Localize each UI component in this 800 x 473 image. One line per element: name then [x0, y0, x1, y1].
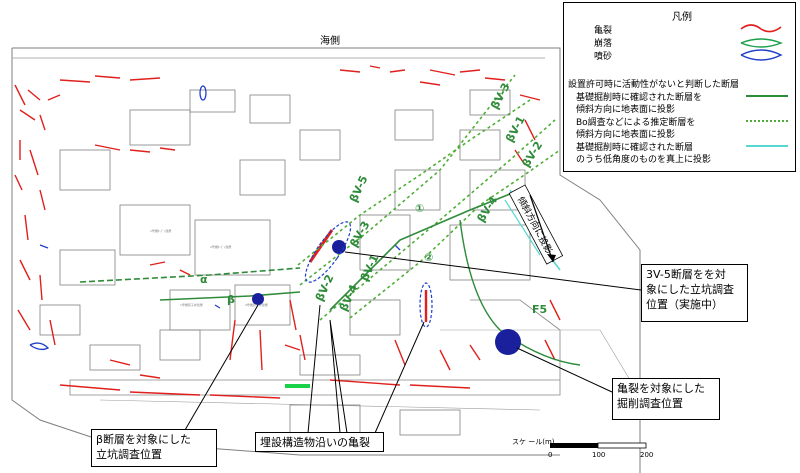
svg-text:2号機ﾀｰﾋﾞﾝ建屋: 2号機ﾀｰﾋﾞﾝ建屋	[210, 244, 231, 249]
legend-symbols	[740, 24, 783, 61]
fault-label: βV-3	[488, 81, 513, 112]
callout-line: 埋設構造物沿いの亀裂	[260, 436, 370, 449]
fault-bv3	[299, 74, 516, 286]
callout-buried-crack: 埋設構造物沿いの亀裂	[255, 432, 384, 452]
fault-lowangle-2	[504, 199, 541, 256]
fault-bv1	[319, 119, 556, 321]
legend-fault-3-line1: 基礎掘削時に確認された断層	[576, 143, 694, 153]
scale-tick: 0	[548, 451, 552, 459]
legend-fault-3-line2: のうち低角度のものを真上に投影	[576, 155, 712, 165]
legend-fault-1-line2: 傾斜方向に地表面に投影	[576, 105, 676, 115]
building-labels: 1号機ﾀｰﾋﾞﾝ建屋 2号機ﾀｰﾋﾞﾝ建屋 1号機原子炉建屋 2号機原子炉建屋	[150, 228, 268, 307]
fault-label: βV-2	[313, 273, 337, 304]
crack-survey-zone	[419, 282, 433, 328]
site-boundary	[11, 47, 641, 473]
scale-tick: 200	[640, 451, 653, 459]
scale-tick: 100	[592, 451, 605, 459]
direction-box: 傾斜方向に投影	[508, 184, 564, 265]
fault-bv5	[297, 99, 531, 266]
collapse-mark	[285, 384, 310, 388]
callout-line: 象にした立坑調査	[646, 283, 734, 296]
callout-line: 立坑調査位置	[96, 448, 162, 461]
callout-line: β断層を対象にした	[96, 433, 192, 446]
callout-line: 位置（実施中）	[646, 298, 723, 311]
legend-item-crack: 亀裂	[594, 26, 613, 36]
fault-label: β	[227, 293, 235, 306]
legend-fault-2-line2: 傾斜方向に地表面に投影	[576, 130, 676, 140]
fault-label: βV-5	[347, 174, 371, 205]
callout-crack-trench: 亀裂を対象にした 掘削調査位置	[612, 378, 720, 420]
callout-beta-shaft: β断層を対象にした 立坑調査位置	[91, 429, 217, 467]
legend-fault-1-line1: 基礎掘削時に確認された断層を	[576, 93, 703, 103]
v5-shaft-marker	[332, 240, 346, 254]
fault-beta	[159, 291, 301, 301]
fault-label: ①	[415, 202, 424, 215]
callout-line: 亀裂を対象にした	[617, 382, 705, 395]
direction-arrow	[529, 194, 554, 263]
callout-line: 3V-5断層をを対	[646, 268, 726, 281]
fault-alpha	[79, 267, 301, 283]
beta-shaft-marker	[252, 293, 264, 305]
svg-text:1号機ﾀｰﾋﾞﾝ建屋: 1号機ﾀｰﾋﾞﾝ建屋	[150, 228, 171, 233]
callout-v5-shaft: 3V-5断層をを対 象にした立坑調査 位置（実施中）	[641, 264, 748, 322]
fault-label: βV-2	[520, 139, 546, 169]
legend-fault-title: 設置許可時に活動性がないと判断した断層	[568, 80, 740, 90]
fault-label: F5	[532, 303, 547, 316]
fault-label: ②	[424, 251, 433, 264]
fault-label: βV-3	[347, 219, 372, 250]
scale-label: スケ ール(m)	[512, 438, 555, 446]
legend-fault-2-line1: Bo調査などによる推定断層を	[576, 118, 696, 128]
fault-label-layer: β α βV-5 βV-3 βV-2 βV-4 βV-1 βV-3 βV-1 β…	[200, 81, 547, 316]
fault-bv2	[349, 149, 561, 319]
crack-trench-marker	[495, 329, 521, 355]
legend: 凡例 亀裂 崩落 噴砂 設置許可時に活動性がないと判断した断層 基礎掘削時に確認…	[563, 2, 796, 172]
fault-label: βV-1	[358, 253, 382, 284]
blue-lens-icon	[740, 49, 783, 61]
v5-survey-zone	[304, 221, 352, 283]
fault-curve	[459, 219, 581, 366]
fault-label: βV-1	[503, 114, 528, 145]
green-lens-icon	[740, 38, 783, 48]
sea-label: 海側	[320, 34, 340, 47]
legend-title: 凡例	[672, 12, 692, 23]
building-layer	[39, 89, 531, 436]
scale-bar: スケ ール(m) 0 100 200	[512, 438, 653, 459]
fault-label: α	[200, 273, 208, 286]
red-wave-icon	[740, 24, 782, 33]
legend-item-sand: 噴砂	[594, 52, 613, 62]
fault-bv4	[329, 189, 521, 311]
fault-layer	[79, 74, 581, 366]
callout-line: 掘削調査位置	[617, 397, 683, 410]
crack-layer	[14, 65, 561, 399]
legend-item-collapse: 崩落	[594, 39, 613, 49]
callout-leaders	[184, 251, 642, 434]
fault-label: βV-4	[337, 282, 361, 313]
legend-fault-lines	[746, 95, 788, 147]
svg-text:1号機原子炉建屋: 1号機原子炉建屋	[180, 302, 203, 307]
fault-label: βV-4	[475, 194, 501, 225]
